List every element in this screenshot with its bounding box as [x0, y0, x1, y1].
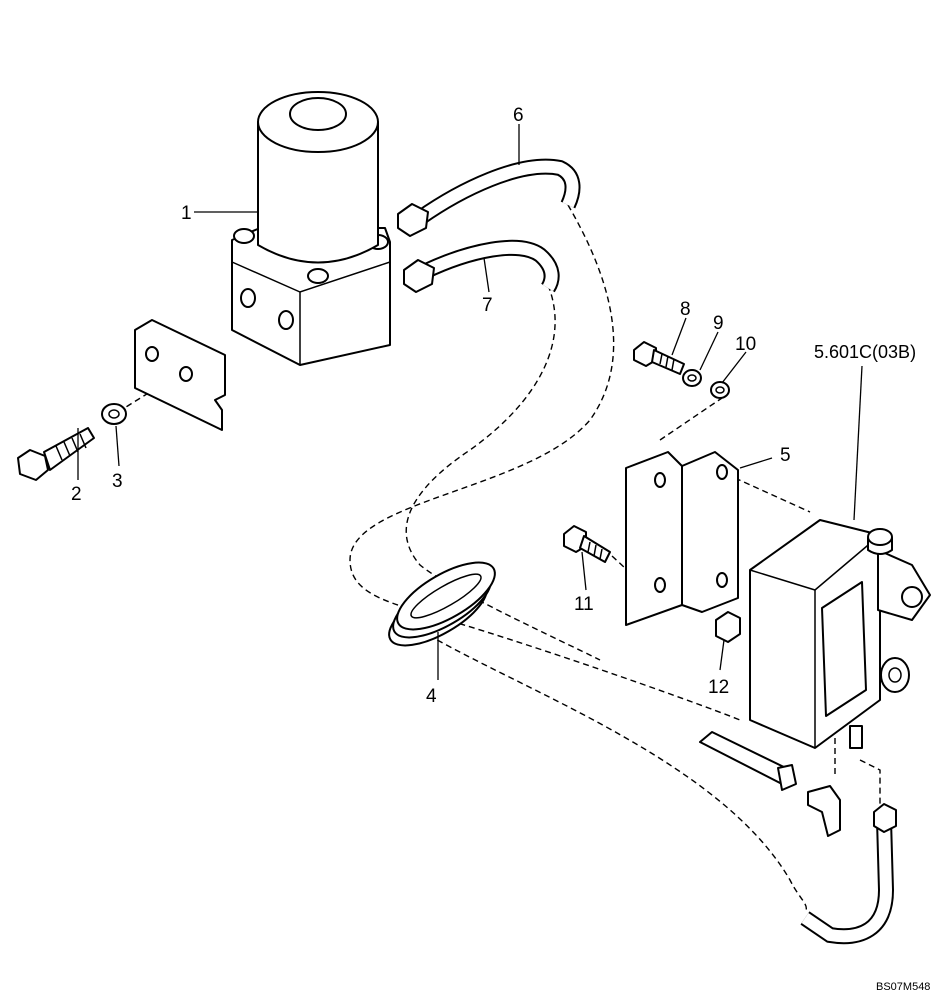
callout-8: 8	[680, 299, 691, 320]
filter-hose	[699, 731, 897, 945]
drawing-code: BS07M548	[876, 981, 930, 993]
callout-12: 12	[708, 677, 729, 698]
bolt-11	[563, 525, 611, 563]
callout-1: 1	[181, 203, 192, 224]
lock-washer	[101, 403, 127, 425]
callout-5: 5	[780, 445, 791, 466]
callout-4: 4	[426, 686, 437, 707]
callout-11: 11	[574, 594, 594, 615]
reference-label: 5.601C(03B)	[814, 342, 916, 362]
callout-labels: 1 2 3 4 5 6 7 8 9 10 11 12 5.601C(03B) B…	[71, 105, 930, 993]
callout-3: 3	[112, 471, 123, 492]
spring-washer	[682, 369, 702, 387]
pump-motor	[231, 91, 391, 366]
assembly-lines	[117, 204, 881, 913]
bracket	[625, 451, 739, 626]
bolt-small	[633, 341, 685, 375]
hose-7	[403, 239, 560, 293]
flat-washer	[710, 381, 730, 399]
callout-9: 9	[713, 313, 724, 334]
leader-lines	[77, 124, 863, 680]
nut-12	[715, 611, 741, 643]
bolt	[17, 427, 95, 481]
callout-7: 7	[482, 295, 493, 316]
callout-2: 2	[71, 484, 82, 505]
mounting-plate	[134, 319, 226, 431]
grommet	[388, 561, 496, 647]
callout-10: 10	[735, 334, 756, 355]
callout-6: 6	[513, 105, 524, 126]
hose-6	[397, 158, 581, 237]
filter-assembly	[749, 519, 931, 749]
